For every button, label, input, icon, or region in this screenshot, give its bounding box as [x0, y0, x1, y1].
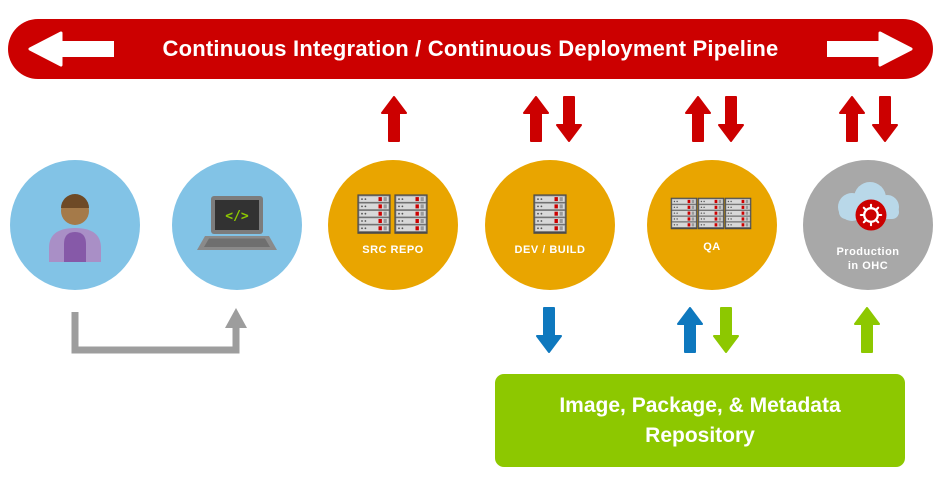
- pipeline-to-qa-arrow: [718, 96, 744, 142]
- src-repo-to-pipeline-arrow: [381, 96, 407, 142]
- laptop-code-icon: </>: [197, 196, 277, 250]
- pipeline-banner-title: Continuous Integration / Continuous Depl…: [162, 36, 779, 61]
- server-stack-icon: [669, 196, 755, 232]
- qa-node: QA: [647, 160, 777, 290]
- production-label: Production in OHC: [836, 245, 900, 272]
- qa-to-pipeline-arrow: [685, 96, 711, 142]
- qa-label: QA: [703, 240, 721, 253]
- dev-build-to-pipeline-arrow: [523, 96, 549, 142]
- repository-box: Image, Package, & Metadata Repository: [495, 374, 905, 467]
- pipeline-to-dev-build-arrow: [556, 96, 582, 142]
- dev-build-to-repository-arrow: [536, 307, 562, 353]
- pipeline-to-production-arrow: [872, 96, 898, 142]
- openshift-badge-icon: [855, 199, 887, 231]
- dev-build-label: DEV / BUILD: [514, 243, 586, 256]
- qa-to-repository-arrow: [713, 307, 739, 353]
- repository-to-production-arrow: [854, 307, 880, 353]
- person-icon: [49, 194, 101, 262]
- pipeline-banner: Continuous Integration / Continuous Depl…: [8, 19, 933, 79]
- banner-left-arrow-icon: [28, 31, 114, 67]
- repository-to-qa-arrow: [677, 307, 703, 353]
- code-glyph: </>: [225, 209, 249, 224]
- workstation-node: </>: [172, 160, 302, 290]
- repository-label: Image, Package, & Metadata Repository: [559, 394, 841, 447]
- developer-node: [10, 160, 140, 290]
- server-stack-icon: [531, 193, 569, 235]
- banner-right-arrow-icon: [827, 31, 913, 67]
- production-to-pipeline-arrow: [839, 96, 865, 142]
- developer-to-workstation-connector: [71, 308, 247, 354]
- production-node: Production in OHC: [803, 160, 933, 290]
- server-stack-icon: [355, 193, 431, 235]
- dev-build-node: DEV / BUILD: [485, 160, 615, 290]
- src-repo-node: SRC REPO: [328, 160, 458, 290]
- src-repo-label: SRC REPO: [362, 243, 424, 256]
- cloud-openshift-icon: [838, 181, 899, 231]
